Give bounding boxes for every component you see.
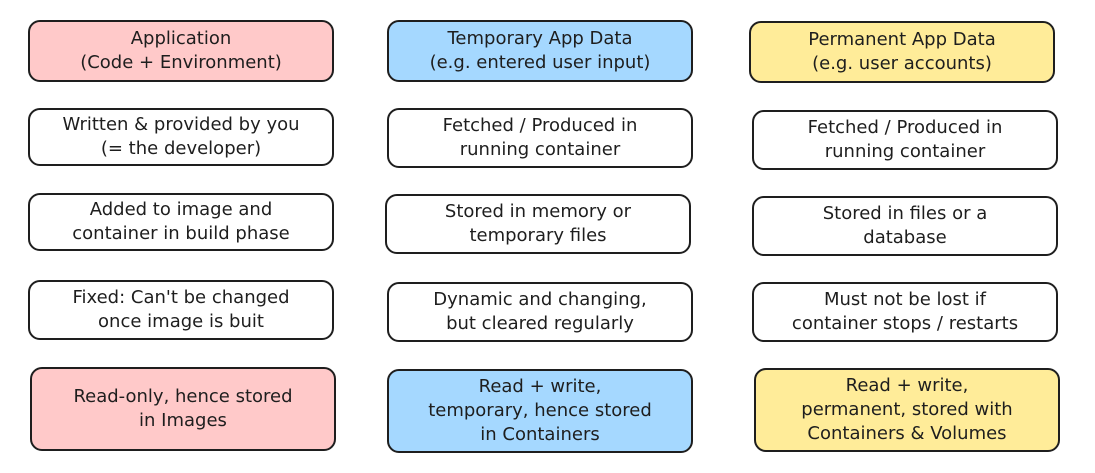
temporary-header-box: Temporary App Data (e.g. entered user in… (387, 20, 693, 82)
application-author-box: Written & provided by you (= the develop… (28, 108, 334, 166)
temporary-location-box: Stored in memory or temporary files (385, 194, 691, 254)
temporary-location-text: Stored in memory or temporary files (444, 201, 632, 246)
application-header-text: Application (Code + Environment) (80, 28, 282, 73)
temporary-storage-box: Read + write, temporary, hence stored in… (387, 369, 693, 453)
temporary-origin-box: Fetched / Produced in running container (387, 108, 693, 168)
application-fixed-text: Fixed: Can't be changed once image is bu… (72, 287, 290, 332)
permanent-origin-text: Fetched / Produced in running container (807, 117, 1003, 162)
application-storage-box: Read-only, hence stored in Images (30, 367, 336, 451)
permanent-location-box: Stored in files or a database (752, 196, 1058, 256)
temporary-origin-text: Fetched / Produced in running container (442, 115, 638, 160)
permanent-location-text: Stored in files or a database (822, 203, 988, 248)
application-build-text: Added to image and container in build ph… (72, 199, 290, 244)
application-author-text: Written & provided by you (= the develop… (62, 114, 300, 159)
permanent-persistence-box: Must not be lost if container stops / re… (752, 282, 1058, 342)
permanent-origin-box: Fetched / Produced in running container (752, 110, 1058, 170)
application-storage-text: Read-only, hence stored in Images (73, 386, 293, 431)
application-header-box: Application (Code + Environment) (28, 20, 334, 82)
application-fixed-box: Fixed: Can't be changed once image is bu… (28, 280, 334, 340)
permanent-persistence-text: Must not be lost if container stops / re… (791, 289, 1019, 334)
temporary-storage-text: Read + write, temporary, hence stored in… (428, 376, 652, 445)
temporary-header-text: Temporary App Data (e.g. entered user in… (429, 28, 651, 73)
permanent-storage-box: Read + write, permanent, stored with Con… (754, 368, 1060, 452)
permanent-storage-text: Read + write, permanent, stored with Con… (801, 375, 1013, 444)
permanent-header-text: Permanent App Data (e.g. user accounts) (808, 29, 996, 74)
application-build-box: Added to image and container in build ph… (28, 193, 334, 251)
temporary-lifecycle-text: Dynamic and changing, but cleared regula… (433, 289, 647, 334)
temporary-lifecycle-box: Dynamic and changing, but cleared regula… (387, 282, 693, 342)
permanent-header-box: Permanent App Data (e.g. user accounts) (749, 21, 1055, 83)
